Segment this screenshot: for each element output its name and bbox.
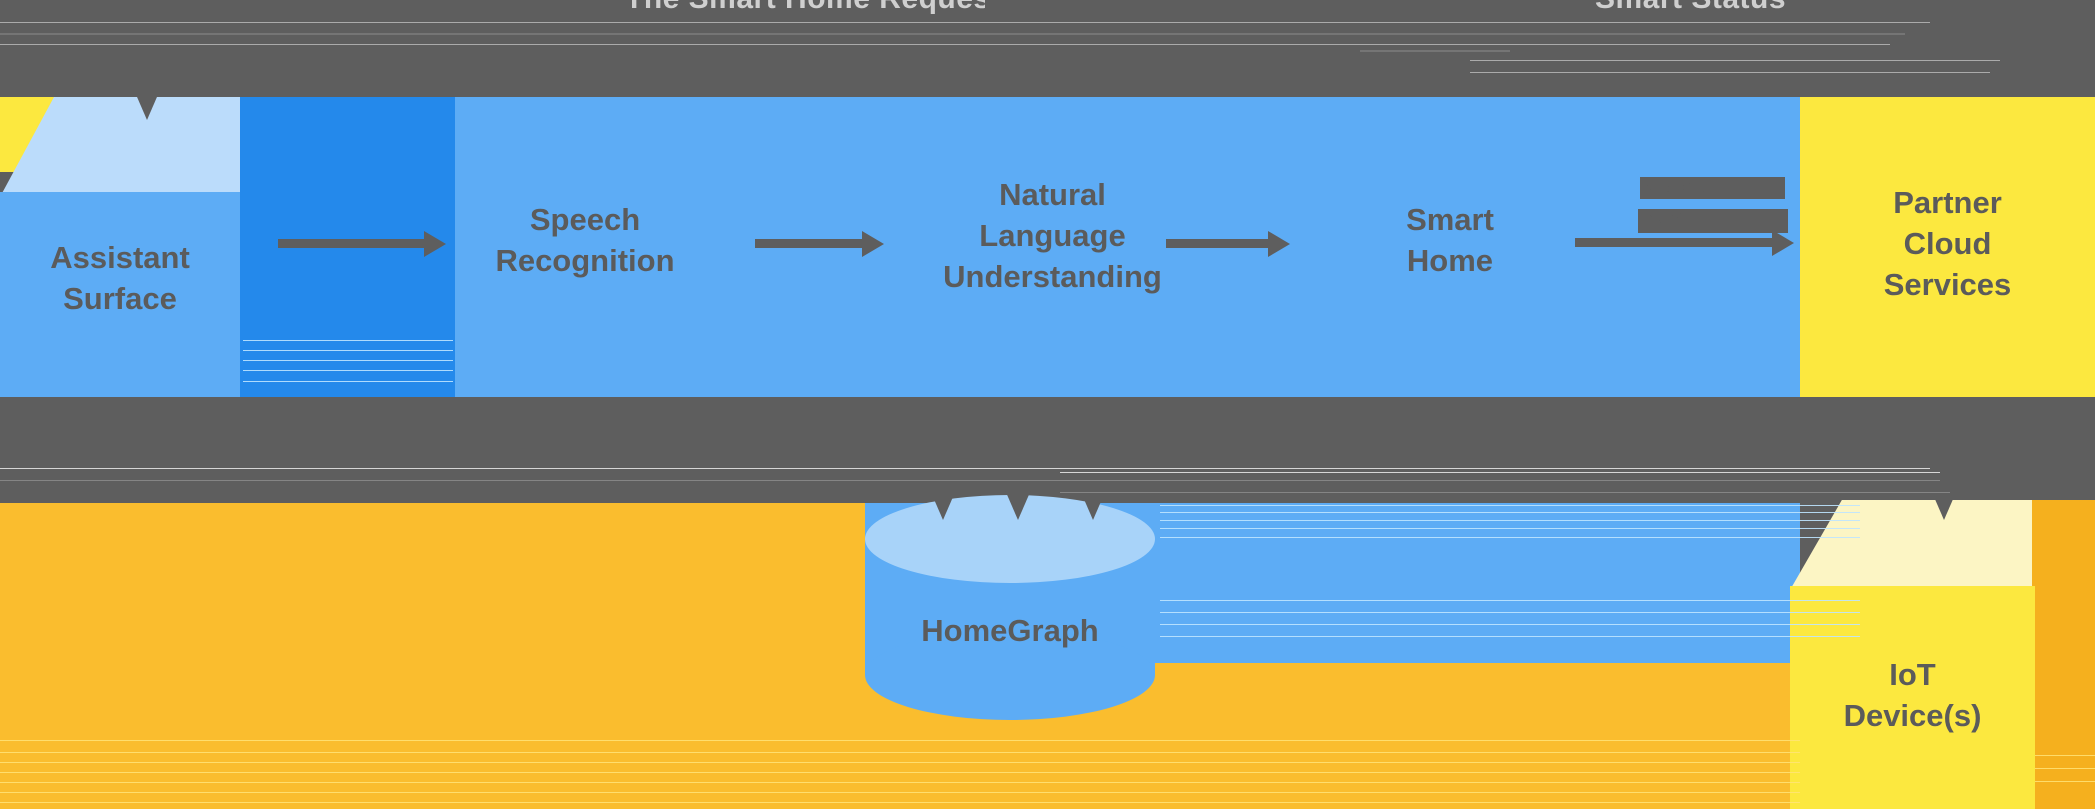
homegraph-label: HomeGraph	[921, 613, 1099, 648]
iot-devices-box-side	[2032, 500, 2095, 809]
homegraph-cylinder-bottom	[865, 630, 1155, 720]
smart-home-label: Smart Home	[1406, 202, 1494, 278]
artifact-rule	[0, 33, 1905, 35]
arrow-into-homegraph-3-icon	[1080, 490, 1106, 520]
artifact-scanline	[0, 480, 1940, 481]
arrow-into-iot-devices-icon	[1931, 490, 1957, 520]
arrow-nlu-to-smarthome-shaft	[1166, 239, 1271, 248]
artifact-rule	[1470, 72, 1990, 73]
edge-label-partner-lower: Intent	[1638, 209, 1788, 233]
iot-devices-box-front	[1790, 586, 2035, 809]
arrow-surface-to-speech-shaft	[278, 239, 426, 248]
arrow-nlu-to-smarthome-head-icon	[1268, 231, 1290, 257]
arrow-speech-to-nlu-shaft	[755, 239, 865, 248]
header-left-label: The Smart Home Request	[625, 0, 985, 14]
artifact-rule	[1360, 50, 1510, 52]
speech-recognition-label: Speech Recognition	[495, 202, 675, 278]
assistant-pipeline-panel	[455, 97, 1800, 397]
artifact-scanline	[1060, 492, 1950, 493]
artifact-rule	[1470, 60, 2000, 61]
arrow-into-homegraph-2-stem	[1015, 470, 1022, 498]
artifact-rule	[0, 22, 1930, 23]
arrow-speech-to-nlu-head-icon	[862, 231, 884, 257]
arrow-into-homegraph-1-stem	[940, 470, 947, 498]
natural-language-understanding-label: Natural Language Understanding	[943, 177, 1162, 294]
partner-cloud-services-label: Partner Cloud Services	[1883, 185, 2012, 302]
arrow-smarthome-to-partner-shaft	[1575, 238, 1775, 247]
artifact-rule	[0, 44, 1890, 45]
assistant-surface-box-front	[0, 192, 240, 397]
assistant-surface-label: Assistant Surface	[50, 240, 190, 316]
arrow-into-homegraph-3-stem	[1090, 470, 1097, 498]
arrow-into-homegraph-2-icon	[1005, 490, 1031, 520]
arrow-smarthome-to-partner-head-icon	[1772, 230, 1794, 256]
arrow-into-assistant-surface-icon	[134, 90, 160, 120]
artifact-scanline	[1060, 472, 1940, 473]
edge-label-partner-upper: Request	[1640, 177, 1785, 199]
artifact-scanline	[0, 468, 1930, 469]
iot-devices-label: IoT Device(s)	[1843, 657, 1982, 733]
arrow-into-homegraph-1-icon	[930, 490, 956, 520]
partner-cloud-services-box	[1800, 97, 2095, 397]
arrow-surface-to-speech-head-icon	[424, 231, 446, 257]
header-right-label: Smart Status	[1595, 0, 1855, 14]
